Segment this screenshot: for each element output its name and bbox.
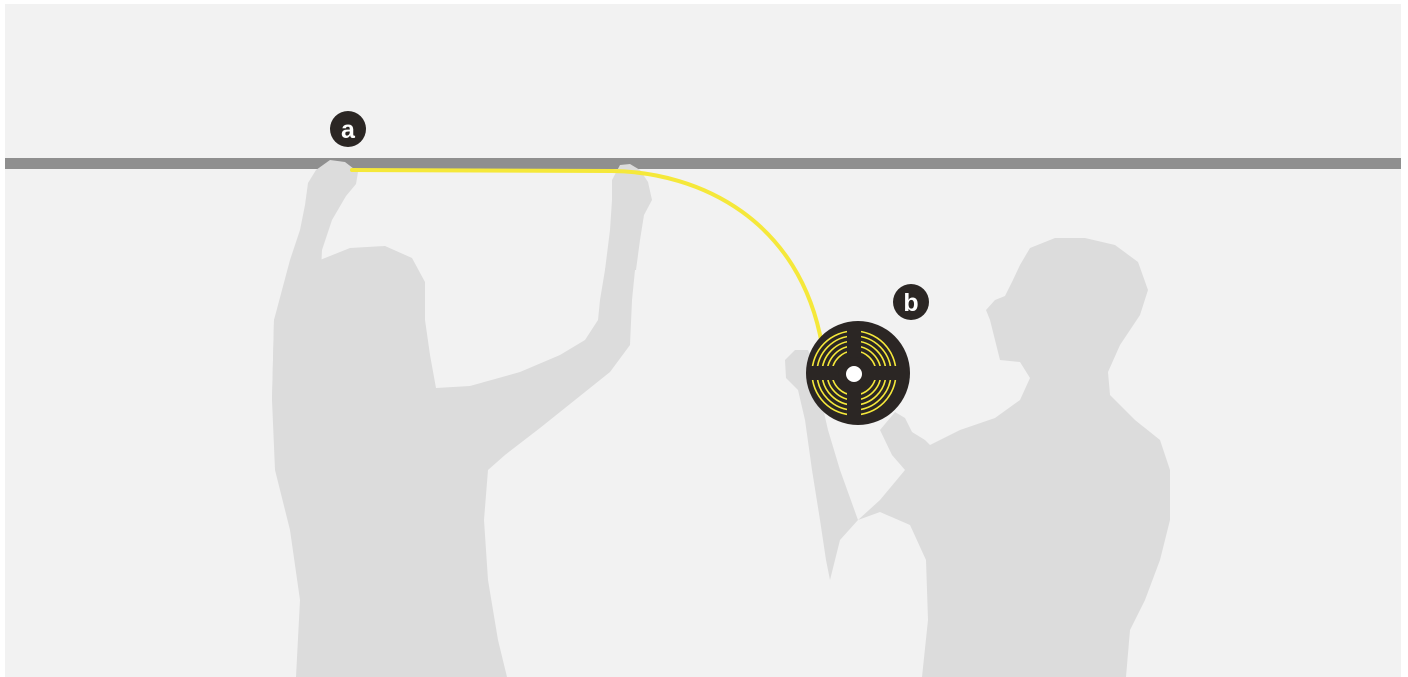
marker-b-label: b — [903, 289, 918, 317]
led-strip-reel — [806, 321, 910, 425]
reel-hub-hole — [846, 366, 862, 382]
marker-a: a — [330, 111, 366, 147]
ceiling-rail — [5, 158, 1401, 169]
person-right-silhouette — [785, 238, 1170, 677]
marker-b: b — [893, 284, 929, 320]
person-left-silhouette — [272, 160, 652, 677]
marker-a-label: a — [341, 116, 356, 144]
